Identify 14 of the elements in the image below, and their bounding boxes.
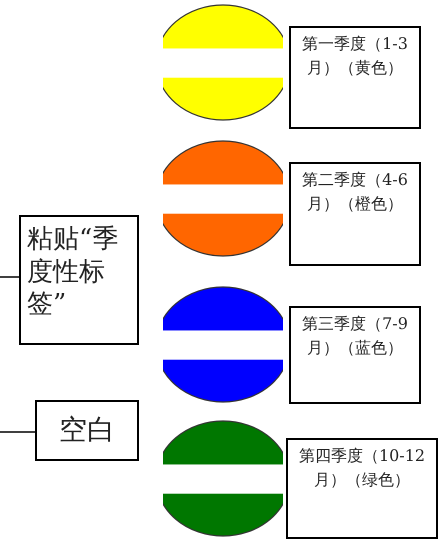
label-box — [35, 400, 139, 461]
label-text: 第三季度（7-9月）（蓝色） — [301, 313, 409, 359]
leader-line — [0, 276, 19, 278]
label-box — [286, 438, 438, 539]
label-text: 空白 — [59, 412, 115, 447]
label-text: 粘贴“季度性标签” — [27, 223, 120, 320]
label-text: 第二季度（4-6月）（橙色） — [301, 169, 409, 215]
label-box — [289, 162, 421, 266]
leader-line — [0, 431, 35, 433]
label-text: 第一季度（1-3月）（黄色） — [301, 33, 409, 79]
label-text: 第四季度（10-12月）（绿色） — [298, 445, 426, 491]
label-box — [19, 215, 139, 345]
label-box — [289, 26, 421, 129]
label-box — [289, 306, 421, 404]
